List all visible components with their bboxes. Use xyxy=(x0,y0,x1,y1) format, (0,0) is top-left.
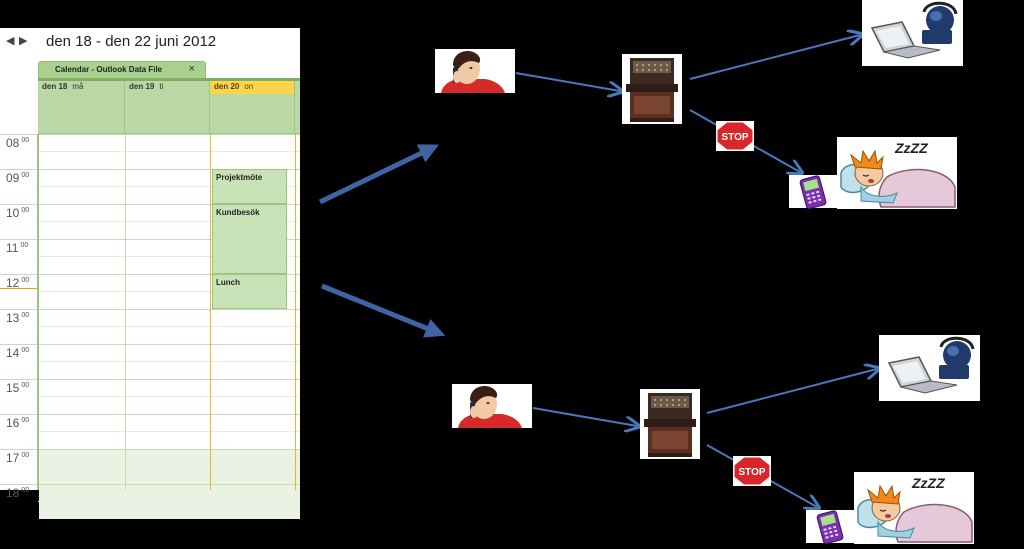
day-weekday: on xyxy=(244,82,254,91)
arrow-calendar-to-top xyxy=(318,144,440,205)
sleeping-person-icon: ZzZZ xyxy=(837,137,957,209)
day-weekday: må xyxy=(72,82,84,91)
sleep-text: ZzZZ xyxy=(894,140,928,156)
appointment-title: Projektmöte xyxy=(216,173,263,182)
outlook-calendar: ◀▶ den 18 - den 22 juni 2012 Calendar - … xyxy=(0,28,300,519)
arrow-switch-to-laptop-top xyxy=(689,35,860,80)
stop-sign-text: STOP xyxy=(738,467,765,478)
grid-left-border xyxy=(37,134,39,490)
stop-sign-icon: STOP xyxy=(733,456,771,486)
day-header-row: den 18 må den 19 ti den 20 on xyxy=(38,81,300,134)
calendar-tab-label: Calendar - Outlook Data File xyxy=(55,65,163,74)
phone-switchboard-icon xyxy=(622,54,682,124)
tab-strip xyxy=(38,78,300,81)
mobile-phone-icon xyxy=(789,175,839,210)
appointment-title: Kundbesök xyxy=(216,208,260,217)
laptop-headset-icon xyxy=(862,0,963,66)
sleep-text: ZzZZ xyxy=(911,475,945,491)
phone-switchboard-icon xyxy=(640,389,700,459)
person-on-phone-icon xyxy=(435,49,515,93)
sleeping-person-icon: ZzZZ xyxy=(854,472,974,544)
arrow-caller-to-switch-top xyxy=(515,72,620,91)
calendar-tab[interactable]: Calendar - Outlook Data File × xyxy=(38,61,206,79)
day-date: den 18 xyxy=(42,82,68,91)
laptop-headset-icon xyxy=(879,335,980,401)
day-column-divider xyxy=(125,134,126,490)
stop-sign-text: STOP xyxy=(721,132,748,143)
person-on-phone-icon xyxy=(452,384,532,428)
arrow-calendar-to-bottom xyxy=(321,283,446,338)
day-weekday: ti xyxy=(159,82,164,91)
stop-sign-icon: STOP xyxy=(716,121,754,151)
appointment[interactable]: Lunch xyxy=(212,274,287,309)
arrow-caller-to-switch-bottom xyxy=(532,407,637,426)
day-header-wed[interactable]: den 20 on xyxy=(210,81,295,133)
date-navigation: ◀▶ xyxy=(6,34,32,47)
day-date: den 19 xyxy=(129,82,155,91)
next-week-icon[interactable]: ▶ xyxy=(19,35,28,47)
close-icon[interactable]: × xyxy=(188,63,195,75)
mobile-phone-icon xyxy=(806,510,856,545)
date-range-title: den 18 - den 22 juni 2012 xyxy=(46,33,217,50)
today-column-border xyxy=(295,134,296,490)
appointment-title: Lunch xyxy=(216,278,240,287)
current-time-indicator xyxy=(0,288,38,289)
day-header-mon[interactable]: den 18 må xyxy=(38,81,125,133)
arrow-switch-to-laptop-bottom xyxy=(706,369,877,414)
day-date: den 20 xyxy=(214,82,240,91)
appointment[interactable]: Projektmöte xyxy=(212,169,287,204)
appointment[interactable]: Kundbesök xyxy=(212,204,287,274)
today-highlight xyxy=(210,81,294,94)
previous-week-icon[interactable]: ◀ xyxy=(6,35,15,47)
day-header-tue[interactable]: den 19 ti xyxy=(125,81,210,133)
today-column-border xyxy=(210,134,211,490)
